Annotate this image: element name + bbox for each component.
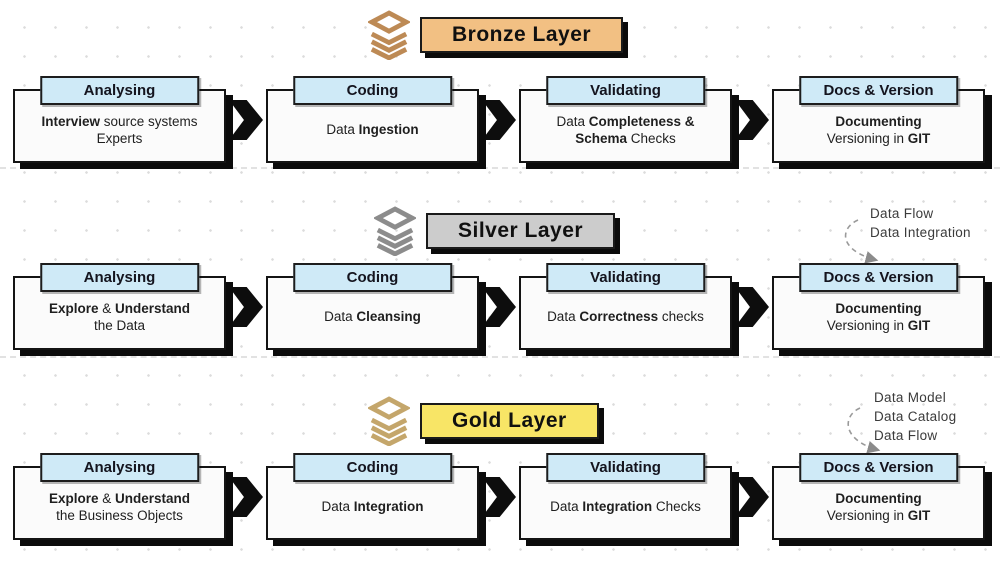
bronze-layer-header: Bronze Layer [368,10,624,60]
step-header: Coding [292,453,453,482]
step-validating: Validating Data Correctness checks [519,263,732,350]
annotation-line: Data Integration [870,224,971,240]
layer-title: Silver Layer [458,219,584,242]
step-header-label: Docs & Version [823,82,934,99]
gold-layer-header: Gold Layer [368,396,599,446]
annotation-line: Data Flow [870,206,934,221]
arrow-right-icon [482,100,516,140]
step-header: Coding [292,263,453,292]
step-header: Analysing [39,76,200,105]
step-header-label: Validating [590,82,661,99]
arrow-right-icon [229,287,263,327]
step-header-label: Docs & Version [823,269,934,286]
arrow-right-icon [735,287,769,327]
arrow-right-icon [229,100,263,140]
step-header: Validating [545,453,706,482]
dashed-curved-arrow-icon [844,219,879,264]
silver-layer-header: Silver Layer [374,206,616,256]
layer-label: Bronze Layer [420,17,624,53]
arrow-right-icon [735,477,769,517]
step-header: Docs & Version [798,263,959,292]
step-header: Analysing [39,263,200,292]
arrow-right-icon [735,100,769,140]
arrow-right-icon [482,287,516,327]
dashed-curved-arrow-icon [847,407,881,454]
step-header-label: Validating [590,459,661,476]
step-validating: Validating Data Completeness &Schema Che… [519,76,732,163]
arrow-right-icon [482,477,516,517]
step-header-label: Coding [346,459,399,476]
step-header-label: Coding [346,269,399,286]
section-divider [0,356,1000,358]
gold-annotation: Data Model Data Catalog Data Flow [874,389,956,446]
step-coding: Coding Data Integration [266,453,479,540]
step-header-label: Analysing [83,269,156,286]
step-header: Docs & Version [798,76,959,105]
step-header: Validating [545,76,706,105]
layers-icon [368,10,410,60]
step-header-label: Analysing [83,82,156,99]
annotation-line: Data Model [874,390,947,405]
step-header: Analysing [39,453,200,482]
section-divider [0,167,1000,169]
step-header-label: Analysing [83,459,156,476]
step-validating: Validating Data Integration Checks [519,453,732,540]
silver-annotation: Data Flow Data Integration [870,205,971,243]
step-header: Validating [545,263,706,292]
step-header-label: Coding [346,82,399,99]
layer-title: Gold Layer [452,409,567,432]
layers-icon [374,206,416,256]
step-coding: Coding Data Ingestion [266,76,479,163]
step-header: Docs & Version [798,453,959,482]
step-header-label: Docs & Version [823,459,934,476]
arrow-right-icon [229,477,263,517]
step-header-label: Validating [590,269,661,286]
annotation-line: Data Catalog [874,408,957,424]
layers-icon [368,396,410,446]
annotation-line: Data Flow [874,427,938,443]
step-coding: Coding Data Cleansing [266,263,479,350]
layer-label: Gold Layer [420,403,599,439]
layer-label: Silver Layer [426,213,616,249]
step-header: Coding [292,76,453,105]
layer-title: Bronze Layer [452,23,592,46]
